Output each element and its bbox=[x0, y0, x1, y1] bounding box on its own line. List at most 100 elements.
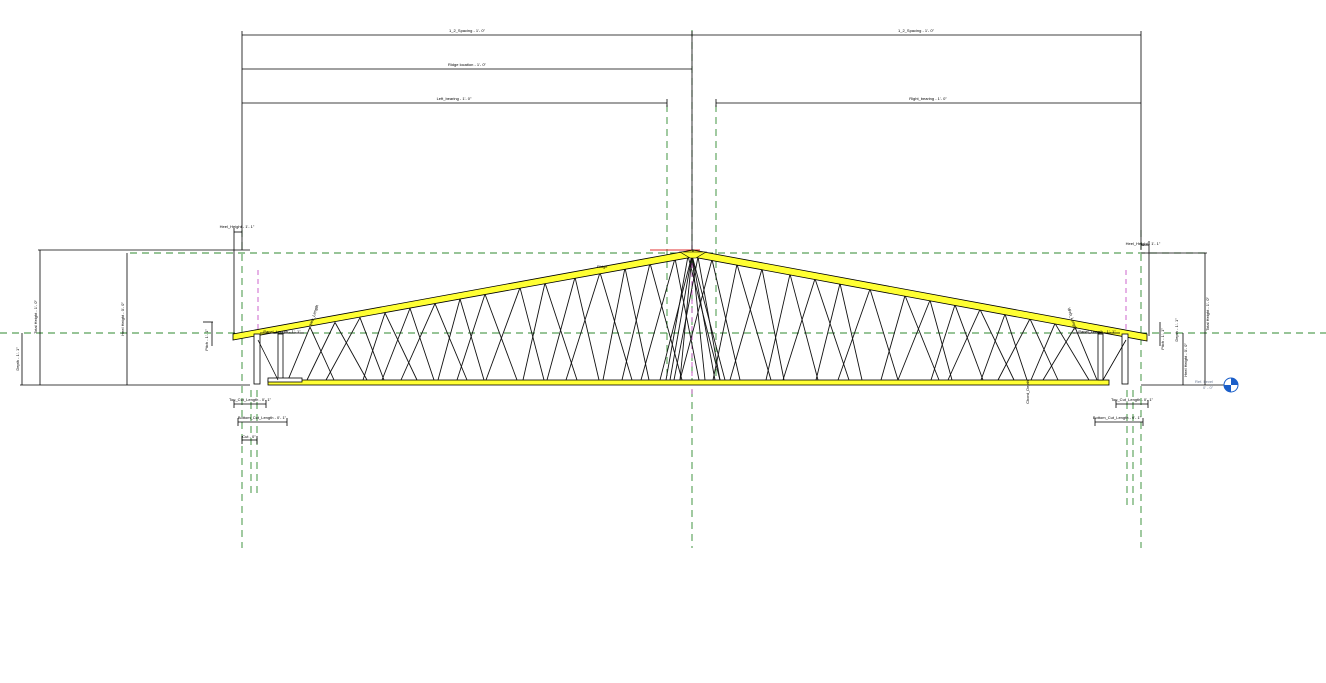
web-member-14 bbox=[456, 294, 486, 381]
web-member-27 bbox=[649, 262, 683, 381]
web-member-30 bbox=[665, 255, 689, 381]
left-heel-dimension: Heel_Height - 1'- 1" bbox=[220, 224, 255, 229]
truss-web-members bbox=[287, 255, 1098, 381]
web-member-7 bbox=[384, 312, 418, 381]
web-member-24 bbox=[602, 267, 626, 381]
web-member-67 bbox=[691, 255, 706, 381]
level-marker-value: 0' - 0" bbox=[1203, 385, 1214, 390]
web-member-28 bbox=[640, 258, 676, 381]
web-member-66 bbox=[679, 255, 693, 381]
web-member-11 bbox=[434, 303, 468, 381]
web-member-26 bbox=[621, 262, 651, 381]
left-bearing-dimension: Left_bearing - 1'- 0" bbox=[437, 96, 472, 101]
web-member-40 bbox=[789, 273, 819, 381]
web-member-49 bbox=[880, 295, 906, 381]
web-member-17 bbox=[519, 287, 545, 381]
web-member-23 bbox=[599, 272, 633, 381]
right-pitch-label: Pitch - 1'- 1" bbox=[1160, 328, 1165, 350]
web-member-25 bbox=[624, 267, 650, 381]
web-member-56 bbox=[1004, 313, 1028, 381]
ridge-location-dimension: Ridge location - 1'- 0" bbox=[448, 62, 487, 67]
web-member-0 bbox=[287, 326, 311, 381]
web-member-54 bbox=[979, 309, 1015, 381]
top-dimensions: 1_2_Spacing - 1'- 0" 1_2_Spacing - 1'- 0… bbox=[241, 28, 1142, 250]
web-member-46 bbox=[869, 288, 899, 381]
left-depth-label: Depth - 1'- 1" bbox=[15, 347, 20, 371]
reference-lines bbox=[0, 30, 1326, 548]
ridge-cap bbox=[678, 251, 708, 259]
web-member-60 bbox=[1054, 323, 1090, 381]
left-panel-label: Panel_Length - 1'- 1" bbox=[263, 329, 301, 334]
web-member-62 bbox=[1074, 326, 1098, 381]
web-member-21 bbox=[574, 277, 600, 381]
web-member-68 bbox=[691, 255, 716, 381]
left-heel-height-label: Heel Height - 0'- 0" bbox=[120, 302, 125, 336]
truss-top-chords bbox=[232, 249, 1148, 342]
web-member-48 bbox=[904, 295, 940, 381]
bottom-right-dimensions: Top_Cut_Length - 0'- 1" Bottom_Cut_Lengt… bbox=[1093, 397, 1154, 426]
web-member-51 bbox=[897, 299, 931, 381]
web-member-10 bbox=[400, 303, 436, 381]
left-end-post bbox=[253, 333, 261, 385]
web-member-5 bbox=[359, 317, 385, 381]
web-member-41 bbox=[765, 273, 791, 381]
web-member-35 bbox=[679, 259, 713, 381]
web-member-29 bbox=[674, 258, 700, 381]
web-member-39 bbox=[729, 268, 763, 381]
right-heel-dimension: Heel_Height - 1'- 1" bbox=[1126, 241, 1161, 246]
left-inner-post bbox=[277, 333, 284, 381]
truss-labels: Panel_Length - 1'- 1" Panel_Length - 1'-… bbox=[260, 264, 1120, 404]
ridge-cap-label: Ridge bbox=[597, 264, 608, 269]
bottom-left-dimensions: Top_Cut_Length - 0'- 1" Bottom_Cut_Lengt… bbox=[229, 397, 288, 444]
right-heel-height-label: Heel Height - 0'- 0" bbox=[1183, 343, 1188, 377]
level-marker[interactable]: Ref. Level 0' - 0" bbox=[1195, 377, 1239, 393]
right-depth-label: Depth - 1'- 1" bbox=[1174, 318, 1179, 342]
web-member-36 bbox=[736, 264, 772, 381]
right-bottom-cut-dimension: Bottom_Cut_Length - 0'- 1" bbox=[1093, 415, 1142, 420]
web-member-6 bbox=[362, 312, 386, 381]
bottom-chord bbox=[267, 379, 1110, 386]
left-pitch-label: Pitch - 1'- 1" bbox=[204, 329, 209, 351]
web-member-42 bbox=[814, 278, 850, 381]
web-member-2 bbox=[306, 322, 336, 381]
left-bearing-block bbox=[267, 377, 303, 383]
right-end-post bbox=[1121, 333, 1129, 385]
web-member-50 bbox=[929, 300, 953, 381]
right-bearing-dimension: Right_bearing - 1'- 0" bbox=[909, 96, 947, 101]
web-member-53 bbox=[930, 304, 956, 381]
web-member-3 bbox=[334, 322, 368, 381]
web-member-12 bbox=[437, 298, 461, 381]
right-total-height-label: Total Height - 1'- 0" bbox=[1205, 297, 1210, 331]
web-member-69 bbox=[691, 255, 726, 381]
web-member-16 bbox=[485, 287, 521, 381]
right-inner-post bbox=[1097, 333, 1104, 381]
web-member-1 bbox=[309, 326, 335, 381]
web-member-52 bbox=[954, 304, 984, 381]
left-bottom-cut-dimension: Bottom_Cut_Length - 0'- 1" bbox=[238, 415, 287, 420]
web-member-64 bbox=[659, 255, 693, 381]
web-member-47 bbox=[837, 288, 871, 381]
overall-left-dimension: 1_2_Spacing - 1'- 0" bbox=[449, 28, 486, 33]
web-member-45 bbox=[815, 283, 841, 381]
web-member-65 bbox=[669, 255, 693, 381]
left-top-chord bbox=[232, 249, 694, 341]
web-member-15 bbox=[484, 293, 518, 381]
web-member-8 bbox=[381, 308, 411, 381]
truss-bottom-chord-group bbox=[253, 333, 1129, 386]
web-member-57 bbox=[980, 313, 1006, 381]
web-member-38 bbox=[761, 268, 785, 381]
right-top-cut-dimension: Top_Cut_Length - 0'- 1" bbox=[1111, 397, 1154, 402]
heel-dimensions: Heel_Height - 1'- 1" Heel_Height - 1'- 1… bbox=[220, 224, 1161, 336]
web-member-19 bbox=[544, 282, 578, 381]
left-vertical-dimensions: Total Height - 1'- 0" Heel Height - 0'- … bbox=[15, 249, 250, 386]
web-member-20 bbox=[546, 277, 576, 381]
left-total-height-label: Total Height - 1'- 0" bbox=[33, 300, 38, 334]
left-cut-dimension: Cut - 0" bbox=[242, 434, 256, 439]
left-top-cut-dimension: Top_Cut_Length - 0'- 1" bbox=[229, 397, 272, 402]
bottom-right-tag: Chord_Depth bbox=[1025, 380, 1030, 404]
web-member-43 bbox=[782, 278, 816, 381]
right-panel-label: Panel_Length - 1'- 1" bbox=[1078, 329, 1116, 334]
level-marker-label: Ref. Level bbox=[1195, 379, 1213, 384]
right-web-tag: Web_Length bbox=[1067, 307, 1079, 330]
